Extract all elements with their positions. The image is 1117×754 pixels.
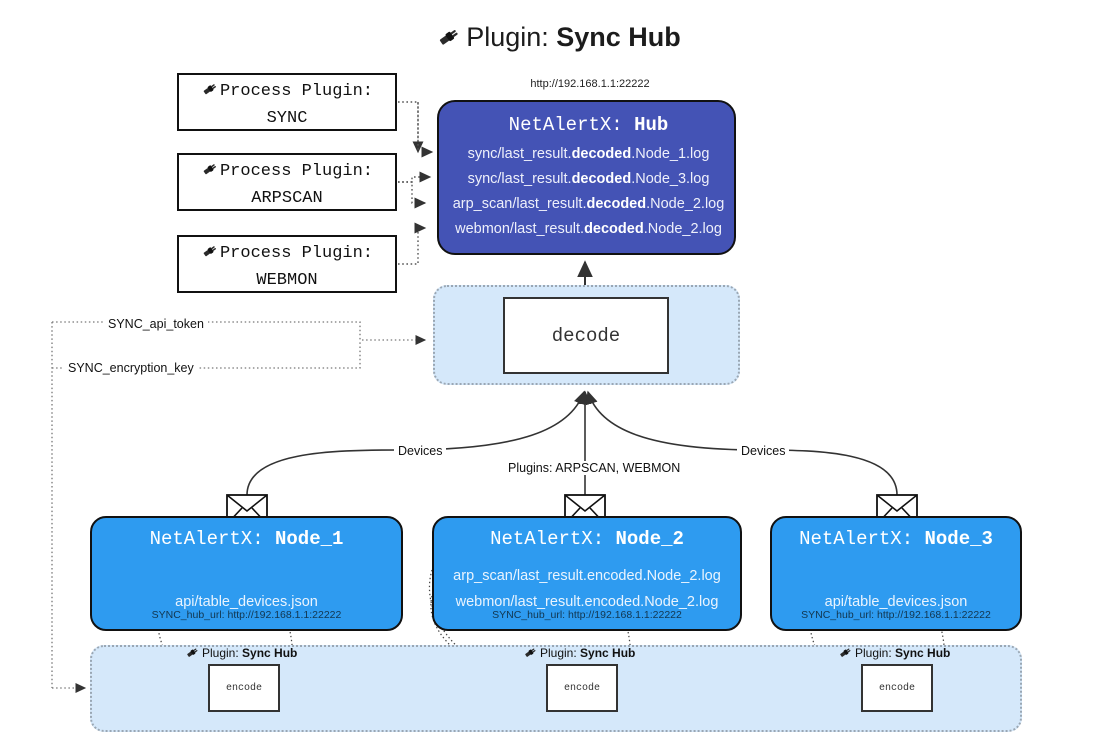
sync-wire-extra (417, 102, 434, 158)
node-footer: SYNC_hub_url: http://192.168.1.1:22222 (151, 609, 342, 621)
node-line: api/table_devices.json (824, 594, 968, 610)
process-plugin-label: Process Plugin: (219, 82, 374, 101)
hub-log-line: sync/last_result.decoded.Node_1.log (467, 146, 710, 162)
node-line: arp_scan/last_result.encoded.Node_2.log (453, 568, 721, 584)
page-title: Plugin: Sync Hub (0, 16, 1117, 62)
node-title: NetAlertX: Node_1 (149, 528, 344, 550)
sync-api-token-label: SYNC_api_token (104, 317, 208, 331)
plug-icon (436, 20, 462, 62)
encode-box-node-1[interactable]: encode (208, 664, 280, 712)
node-box-node-3[interactable]: NetAlertX: Node_3 api/table_devices.json… (770, 516, 1022, 631)
plugins-label-center: Plugins: ARPSCAN, WEBMON (504, 461, 685, 475)
process-plugin-line1: Process Plugin: (179, 80, 395, 107)
devices-label-right: Devices (737, 444, 790, 458)
hub-title: NetAlertX: Hub (439, 114, 738, 136)
process-plugin-box-sync[interactable]: Process Plugin: SYNC (177, 73, 397, 131)
node-to-decode-wires (246, 390, 898, 496)
process-plugin-box-arpscan[interactable]: Process Plugin: ARPSCAN (177, 153, 397, 211)
page-title-name: Sync Hub (556, 22, 681, 52)
node-line: webmon/last_result.encoded.Node_2.log (455, 594, 719, 610)
hub-log-line: arp_scan/last_result.decoded.Node_2.log (452, 196, 725, 212)
hub-box[interactable]: NetAlertX: Hub sync/last_result.decoded.… (437, 100, 736, 255)
plugin-tag-node-3: Plugin: Sync Hub (838, 645, 950, 663)
process-plugin-label: Process Plugin: (219, 244, 374, 263)
hub-log-line: sync/last_result.decoded.Node_3.log (467, 171, 710, 187)
process-plugin-box-webmon[interactable]: Process Plugin: WEBMON (177, 235, 397, 293)
plug-icon (523, 645, 538, 663)
node-line: api/table_devices.json (175, 594, 318, 610)
process-plugin-line1: Process Plugin: (179, 242, 395, 269)
encode-box-node-3[interactable]: encode (861, 664, 933, 712)
node-title: NetAlertX: Node_2 (490, 528, 684, 550)
plugin-tag-node-1: Plugin: Sync Hub (185, 645, 297, 663)
hub-title-name: Hub (634, 114, 669, 136)
sync-encryption-key-label: SYNC_encryption_key (64, 361, 198, 375)
plug-icon (201, 160, 219, 187)
process-plugin-name: SYNC (266, 109, 308, 128)
hub-title-prefix: NetAlertX: (508, 114, 635, 136)
plug-icon (838, 645, 853, 663)
process-plugin-line1: Process Plugin: (179, 160, 395, 187)
hub-url-label: http://192.168.1.1:22222 (530, 78, 650, 90)
devices-label-left: Devices (394, 444, 447, 458)
page-title-prefix: Plugin: (466, 22, 557, 52)
plug-icon (201, 242, 219, 269)
plugin-to-hub-wires (398, 101, 432, 265)
node-title: NetAlertX: Node_3 (799, 528, 993, 550)
plug-icon (185, 645, 200, 663)
encode-box-node-2[interactable]: encode (546, 664, 618, 712)
process-plugin-label: Process Plugin: (219, 162, 374, 181)
plugin-tag-node-2: Plugin: Sync Hub (523, 645, 635, 663)
node-footer: SYNC_hub_url: http://192.168.1.1:22222 (492, 609, 682, 621)
process-plugin-name: WEBMON (256, 271, 318, 290)
plug-icon (201, 80, 219, 107)
decode-box[interactable]: decode (503, 297, 669, 374)
node-footer: SYNC_hub_url: http://192.168.1.1:22222 (801, 609, 991, 621)
node-box-node-2[interactable]: NetAlertX: Node_2 arp_scan/last_result.e… (432, 516, 742, 631)
node-box-node-1[interactable]: NetAlertX: Node_1 api/table_devices.json… (90, 516, 403, 631)
hub-log-line: webmon/last_result.decoded.Node_2.log (455, 221, 722, 237)
process-plugin-name: ARPSCAN (251, 189, 323, 208)
